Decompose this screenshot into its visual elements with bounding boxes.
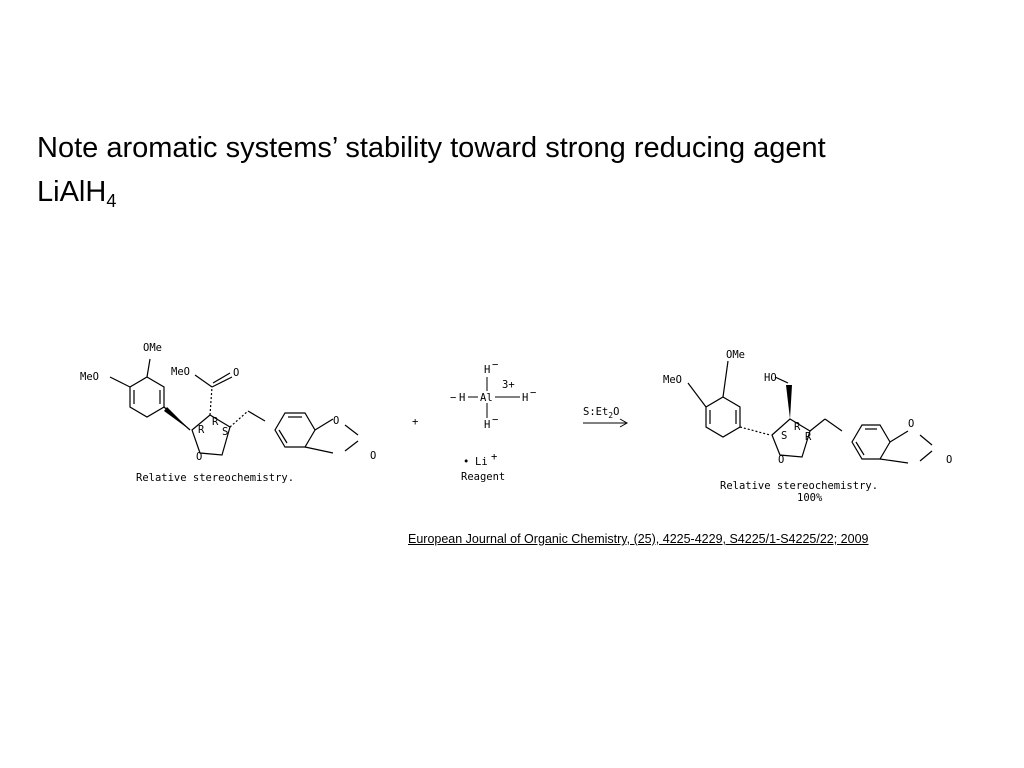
- product-stereo-r2: R: [805, 431, 812, 443]
- slide-title: Note aromatic systems’ stability toward …: [37, 126, 997, 223]
- title-main-text: Note aromatic systems’ stability toward …: [37, 132, 826, 164]
- solvent-subscript: 2: [608, 411, 613, 420]
- product-stereo-s: S: [781, 430, 787, 442]
- reagent-bonds: [468, 377, 520, 418]
- reagent-li-charge: +: [491, 451, 497, 463]
- product-ho: HO: [764, 372, 777, 384]
- reactant-stereo-r1: R: [198, 424, 205, 436]
- reagent-h-bottom: H: [484, 419, 490, 431]
- reactant-diox-o1: O: [333, 415, 339, 427]
- reactant-meo-ring: MeO: [80, 371, 99, 383]
- reagent-li: Li: [475, 456, 488, 468]
- reagent-al: Al: [480, 392, 493, 404]
- product-diox-o2: O: [946, 454, 952, 466]
- reactant-wedge-bond: [164, 407, 190, 430]
- solvent-label: S:Et2O: [583, 406, 619, 420]
- reagent-caption: Reagent: [461, 471, 505, 483]
- product-ome: OMe: [726, 349, 745, 361]
- product-labels: OMe MeO HO O S R R O O Relative stereoch…: [663, 349, 952, 504]
- reactant-meo-ester: MeO: [171, 366, 190, 378]
- solvent-prefix: S:Et: [583, 406, 608, 418]
- reactant-diox-o2: O: [370, 450, 376, 462]
- product-stereo-r1: R: [794, 421, 801, 433]
- solvent-suffix: O: [613, 406, 619, 418]
- title-reagent-base: LiAlH: [37, 176, 107, 208]
- reactant-ome: OMe: [143, 342, 162, 354]
- citation-link[interactable]: European Journal of Organic Chemistry, (…: [408, 532, 869, 546]
- reagent-h-top-charge: −: [492, 359, 498, 371]
- product-yield: 100%: [797, 492, 823, 504]
- product-diox-o1: O: [908, 418, 914, 430]
- title-reagent-subscript: 4: [106, 191, 117, 211]
- reactant-stereo-s: S: [222, 426, 228, 438]
- title-reagent: LiAlH4: [37, 176, 117, 211]
- reaction-scheme: OMe MeO MeO O O R R S O O Relative stere…: [80, 342, 952, 504]
- reactant-caption: Relative stereochemistry.: [136, 472, 294, 484]
- reagent-h-right-charge: −: [530, 387, 536, 399]
- product-ring-o: O: [778, 454, 784, 466]
- reaction-arrow: S:Et2O: [583, 406, 629, 428]
- reagent-structure: H − 3+ − H Al H − H − • Li + Reagent: [450, 359, 536, 483]
- product-caption: Relative stereochemistry.: [720, 480, 878, 492]
- product-meo-ring: MeO: [663, 374, 682, 386]
- reagent-li-prefix: •: [463, 456, 469, 468]
- reagent-h-top: H: [484, 364, 490, 376]
- reagent-h-right: H: [522, 392, 528, 404]
- reactant-labels: OMe MeO MeO O O R R S O O Relative stere…: [80, 342, 376, 484]
- reagent-charge-3plus: 3+: [502, 379, 515, 391]
- reagent-h-left: H: [459, 392, 465, 404]
- product-structure: [687, 360, 933, 464]
- reactant-carbonyl-o: O: [233, 367, 239, 379]
- reactant-ring-o: O: [196, 451, 202, 463]
- product-wedge-bond: [786, 385, 792, 419]
- plus-sign: +: [412, 416, 418, 428]
- reagent-h-left-charge: −: [450, 392, 456, 404]
- reactant-stereo-r2: R: [212, 416, 219, 428]
- reagent-h-bottom-charge: −: [492, 414, 498, 426]
